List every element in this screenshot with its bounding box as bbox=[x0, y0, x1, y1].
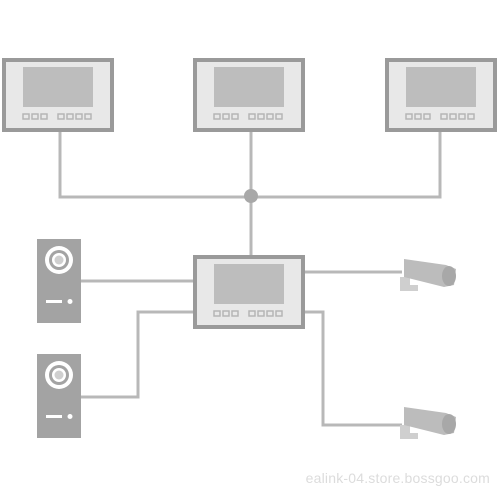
cctv-camera-bottom bbox=[400, 407, 456, 439]
line-monitor-right-to-bus bbox=[251, 130, 442, 199]
connection-lines bbox=[58, 130, 442, 427]
outdoor-door-station-top bbox=[37, 239, 81, 323]
indoor-monitor-center bbox=[193, 255, 305, 329]
line-door-station-bottom bbox=[80, 310, 195, 399]
line-monitor-left-to-bus bbox=[58, 130, 251, 199]
camera-mount bbox=[400, 425, 418, 439]
indoor-monitor-top-right bbox=[385, 58, 497, 132]
camera-lens bbox=[442, 414, 456, 434]
camera-lens bbox=[442, 266, 456, 286]
monitor-buttons bbox=[213, 113, 283, 120]
monitor-screen bbox=[23, 67, 93, 107]
watermark-text: ealink-04.store.bossgoo.com bbox=[305, 470, 490, 486]
call-button-icon bbox=[46, 300, 62, 303]
monitor-screen bbox=[214, 67, 284, 107]
call-button-icon bbox=[46, 415, 62, 418]
monitor-buttons bbox=[405, 113, 475, 120]
monitor-screen bbox=[406, 67, 476, 107]
camera-mount bbox=[400, 277, 418, 291]
bus-junction-node bbox=[244, 189, 258, 203]
line-camera-bottom bbox=[305, 310, 402, 427]
indicator-icon bbox=[67, 414, 73, 419]
cctv-camera-top bbox=[400, 259, 456, 291]
monitor-buttons bbox=[22, 113, 92, 120]
indicator-icon bbox=[67, 299, 73, 304]
indoor-monitor-top-left bbox=[2, 58, 114, 132]
indoor-monitor-top-center bbox=[193, 58, 305, 132]
monitor-buttons bbox=[213, 310, 283, 317]
outdoor-door-station-bottom bbox=[37, 354, 81, 438]
monitor-screen bbox=[214, 264, 284, 304]
